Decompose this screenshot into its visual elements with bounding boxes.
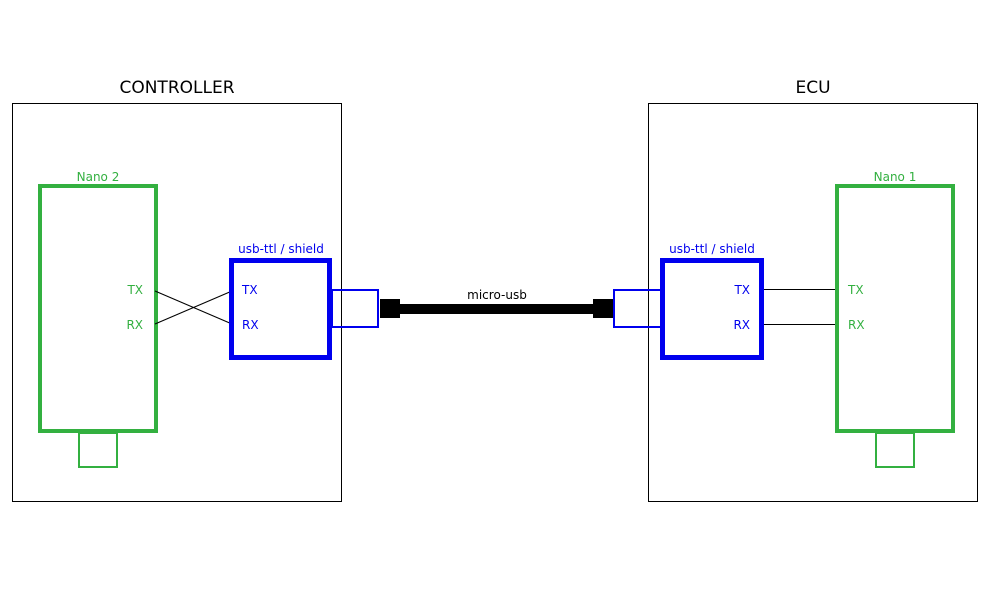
ecu-usb-connector	[613, 289, 662, 328]
controller-adapter-box	[229, 258, 332, 360]
nano1-tx: TX	[847, 283, 864, 297]
ecu-adapter-rx: RX	[733, 318, 750, 332]
ecu-adapter-label: usb-ttl / shield	[669, 242, 755, 256]
nano1-rx: RX	[848, 318, 865, 332]
cable-label: micro-usb	[467, 288, 527, 302]
cable-plug-right	[593, 299, 613, 318]
controller-adapter-tx: TX	[241, 283, 258, 297]
controller-adapter-rx: RX	[242, 318, 259, 332]
ecu-adapter-box	[660, 258, 764, 360]
nano2-tx: TX	[126, 283, 143, 297]
nano1-usb-port	[875, 432, 915, 468]
micro-usb-cable: micro-usb	[380, 288, 613, 318]
cable-plug-left	[380, 299, 400, 318]
ecu-adapter-tx: TX	[733, 283, 750, 297]
cable-wire	[400, 304, 593, 314]
nano1-label: Nano 1	[874, 170, 917, 184]
ecu-box	[648, 103, 978, 502]
ecu-title: ECU	[795, 78, 830, 98]
wire-rx-to-tx	[154, 290, 233, 325]
nano2-rx: RX	[126, 318, 143, 332]
nano1-board	[835, 184, 955, 433]
controller-group: CONTROLLER Nano 2 TX RX usb-ttl / shield…	[12, 78, 379, 502]
nano2-board	[38, 184, 158, 433]
controller-title: CONTROLLER	[119, 78, 234, 98]
nano2-usb-port	[78, 432, 118, 468]
nano2-label: Nano 2	[77, 170, 120, 184]
controller-adapter-label: usb-ttl / shield	[238, 242, 324, 256]
ecu-group: ECU usb-ttl / shield TX RX Nano 1 TX RX	[613, 78, 978, 502]
controller-usb-connector	[331, 289, 379, 328]
controller-box	[12, 103, 342, 502]
